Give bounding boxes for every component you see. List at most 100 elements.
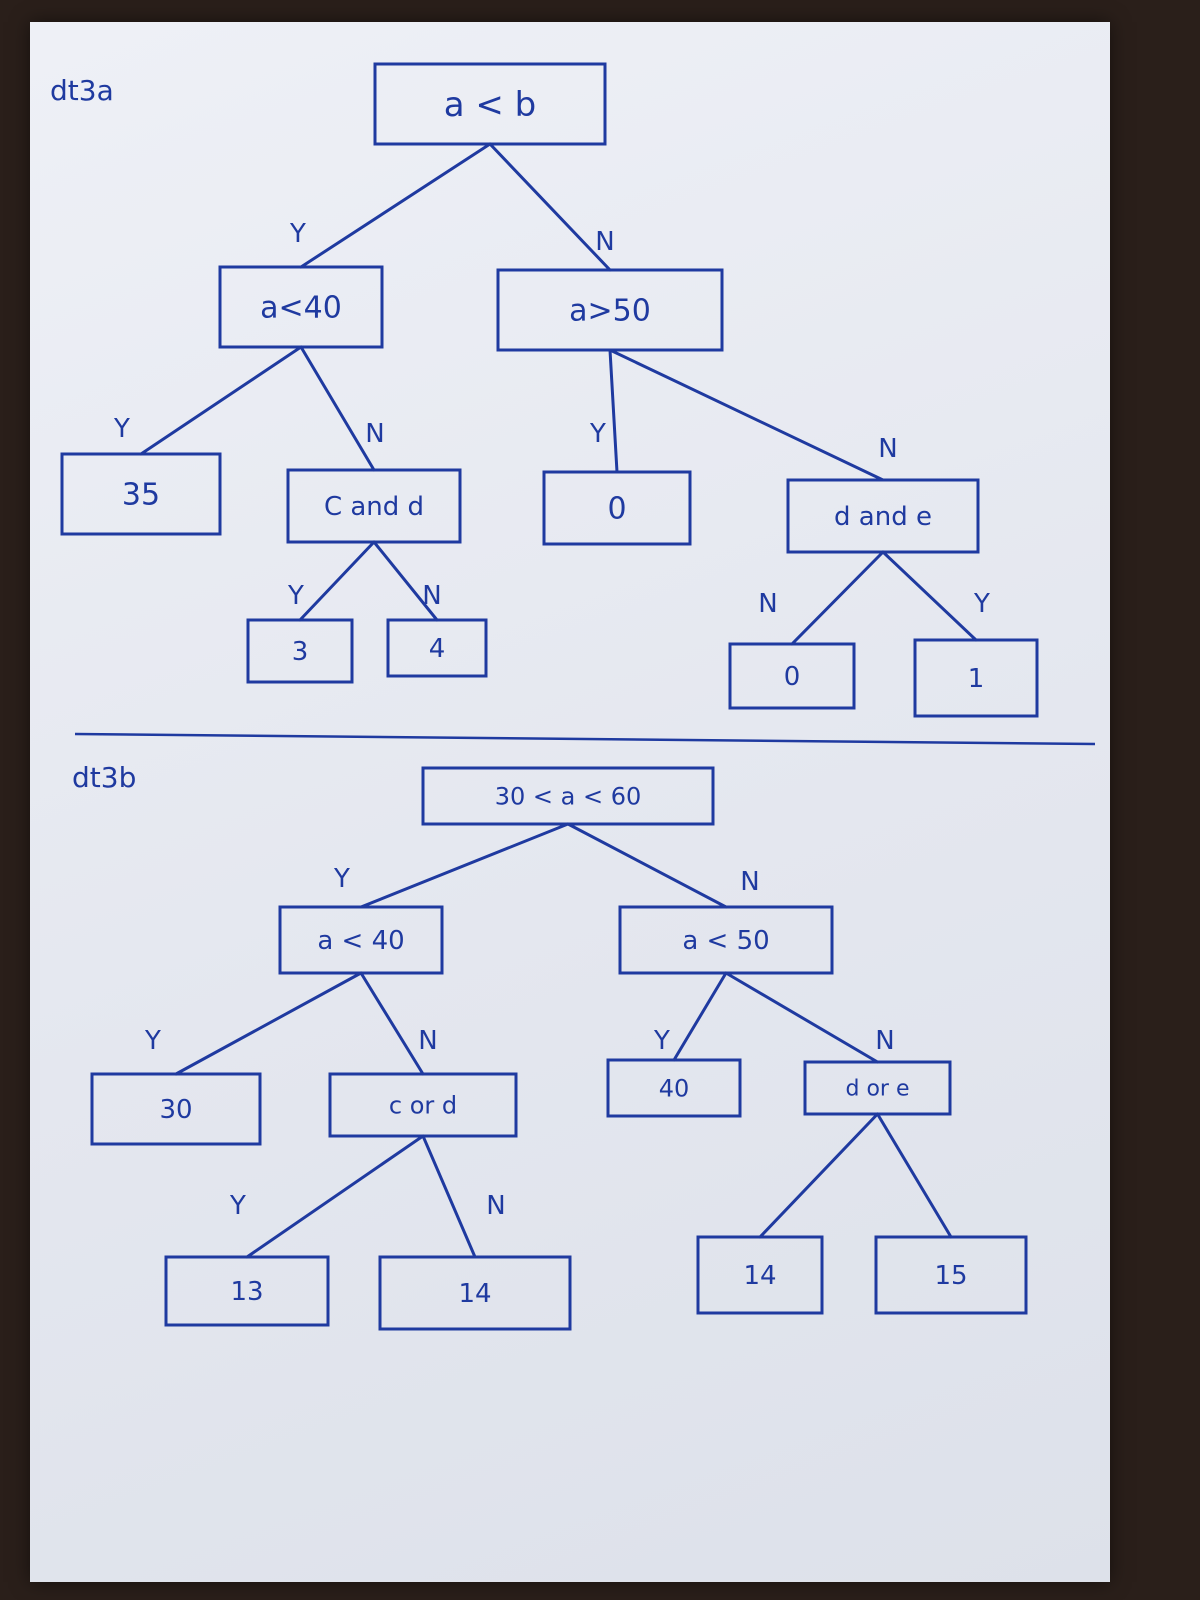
edge-label: N [418,1026,437,1056]
node-box [874,1235,1028,1315]
node-box [606,1058,742,1118]
node-label: a < 50 [682,926,769,956]
edge-label: N [740,867,759,897]
node-label: C and d [324,492,424,522]
node-box [803,1060,952,1116]
node-box [373,62,607,146]
node-box [246,618,354,684]
edge-n1-n3 [139,345,303,456]
decision-node-n2: a < 50 [618,905,834,975]
node-box [90,1072,262,1146]
node-label: 4 [429,634,446,664]
node-label: c or d [389,1091,457,1119]
decision-node-root: a < b [373,62,607,146]
node-box [496,268,724,352]
edge-label: N [595,227,614,257]
leaf-node-n7: 13 [164,1255,330,1327]
node-label: 13 [230,1277,263,1307]
edge-label: N [878,434,897,464]
decision-node-n6: d or e [803,1060,952,1116]
edge-n1-n4 [359,971,425,1076]
edge-n2-n5 [672,971,728,1062]
node-label: a < b [444,85,537,125]
edge-n2-n5 [608,348,619,474]
node-box [60,452,222,536]
edge-n2-n6 [608,348,885,482]
leaf-node-n5: 40 [606,1058,742,1118]
node-label: 15 [934,1261,967,1291]
edge-root-n1 [359,822,570,909]
edge-n6-n10 [876,1112,953,1239]
edge-n6-n9 [758,1112,879,1239]
node-label: d or e [846,1077,910,1102]
section-divider [74,732,1096,746]
edge-n1-n4 [299,345,376,472]
edge-label: Y [287,581,304,611]
leaf-node-n10: 1 [913,638,1039,718]
edge-n4-n8 [421,1134,477,1259]
edge-n1-n3 [174,971,363,1076]
node-box [164,1255,330,1327]
node-label: 30 [159,1095,192,1125]
node-label: a < 40 [317,926,404,956]
decision-node-n2: a>50 [496,268,724,352]
edge-label: Y [333,864,350,894]
leaf-node-n5: 0 [542,470,692,546]
edge-n6-n9 [790,550,885,646]
decision-node-n4: C and d [286,468,462,544]
node-box [786,478,980,554]
node-box [218,265,384,349]
edge-n2-n6 [724,971,879,1064]
node-box [278,905,444,975]
edge-label: Y [144,1026,161,1056]
node-label: 3 [292,637,309,667]
edge-root-n2 [566,822,728,909]
edge-label: N [758,589,777,619]
leaf-node-n8: 14 [378,1255,572,1331]
node-label: 1 [968,664,985,694]
leaf-node-n7: 3 [246,618,354,684]
node-label: 0 [784,662,801,692]
edge-label: Y [229,1191,246,1221]
edge-label: Y [113,414,130,444]
node-label: 14 [458,1279,491,1309]
leaf-node-n8: 4 [386,618,488,678]
node-box [286,468,462,544]
node-label: d and e [834,502,932,532]
edge-root-n2 [488,142,612,272]
edge-n6-n10 [881,550,978,642]
edge-label: Y [589,419,606,449]
leaf-node-n3: 30 [90,1072,262,1146]
node-box [618,905,834,975]
leaf-node-n9: 0 [728,642,856,710]
node-label: 35 [122,478,160,513]
leaf-node-n3: 35 [60,452,222,536]
node-label: a<40 [260,291,342,326]
node-box [421,766,715,826]
edge-n4-n8 [372,540,439,622]
edge-label: Y [289,219,306,249]
node-box [378,1255,572,1331]
node-box [542,470,692,546]
node-box [696,1235,824,1315]
edge-n4-n7 [245,1134,425,1259]
decision-node-n4: c or d [328,1072,518,1138]
decision-node-n6: d and e [786,478,980,554]
node-box [728,642,856,710]
edge-label: N [365,419,384,449]
node-label: 40 [659,1074,690,1102]
edge-label: Y [653,1026,670,1056]
node-box [386,618,488,678]
tree-title: dt3b [72,761,136,794]
node-label: 0 [607,492,626,527]
node-box [328,1072,518,1138]
edge-root-n1 [299,142,492,269]
edge-label: Y [973,589,990,619]
tree-title: dt3a [50,74,114,107]
edge-n4-n7 [298,540,376,622]
edge-label: N [422,581,441,611]
